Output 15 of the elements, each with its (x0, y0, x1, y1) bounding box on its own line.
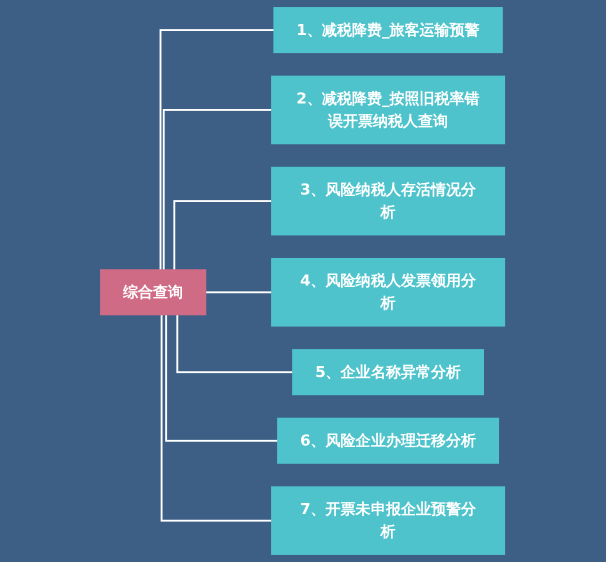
node-box: 1、减税降费_旅客运输预警 (274, 7, 504, 54)
node-box: 4、风险纳税人发票领用分析 (272, 258, 506, 327)
connector (174, 200, 272, 270)
node-box: 7、开票未申报企业预警分析 (272, 486, 506, 555)
connector (205, 291, 272, 294)
connector (166, 314, 278, 442)
node-box: 5、企业名称异常分析 (292, 349, 484, 396)
connector (176, 314, 294, 374)
node-box: 2、减税降费_按照旧税率错误开票纳税人查询 (272, 76, 506, 144)
node-box: 综合查询 (100, 269, 207, 316)
node-box: 3、风险纳税人存活情况分析 (272, 166, 506, 236)
connector (160, 29, 274, 270)
connector (163, 109, 272, 270)
node-box: 6、风险企业办理迁移分析 (278, 418, 500, 464)
connector (161, 314, 272, 522)
